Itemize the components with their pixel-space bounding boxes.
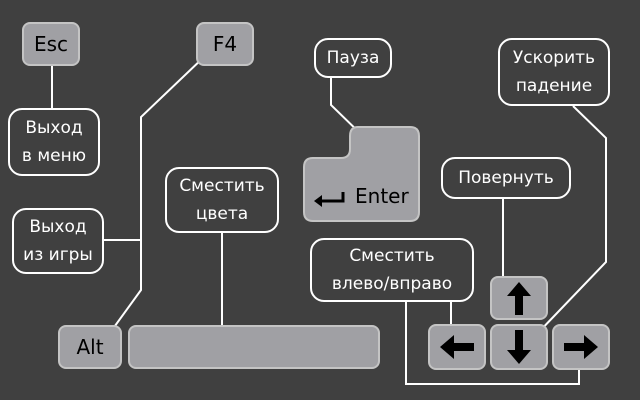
- right-arrow-key[interactable]: [552, 324, 610, 370]
- return-arrow-icon: [314, 192, 345, 207]
- speed-drop-line2: падение: [515, 76, 593, 96]
- left-arrow-key[interactable]: [428, 324, 486, 370]
- esc-key[interactable]: Esc: [22, 22, 80, 66]
- move-lr-label: Сместить влево/вправо: [310, 238, 474, 302]
- move-lr-line1: Сместить: [349, 246, 435, 266]
- pause-line1: Пауза: [326, 48, 380, 68]
- exit-menu-line1: Выход: [25, 118, 83, 138]
- arrow-right-icon: [564, 335, 598, 359]
- speed-drop-label: Ускорить падение: [498, 38, 610, 106]
- arrow-up-icon: [507, 282, 531, 315]
- pause-label: Пауза: [314, 38, 392, 78]
- shift-colors-line2: цвета: [195, 204, 249, 224]
- exit-game-line2: из игры: [23, 245, 93, 265]
- shift-colors-label: Сместить цвета: [165, 167, 279, 233]
- f4-key-label: F4: [212, 32, 238, 56]
- space-key[interactable]: [128, 325, 380, 369]
- exit-menu-line2: в меню: [21, 146, 87, 166]
- speed-drop-line1: Ускорить: [512, 48, 596, 68]
- up-arrow-key[interactable]: [490, 276, 548, 320]
- rotate-label: Повернуть: [441, 157, 571, 199]
- shift-colors-line1: Сместить: [179, 176, 265, 196]
- arrow-down-icon: [507, 330, 531, 364]
- esc-key-label: Esc: [33, 32, 69, 56]
- arrow-left-icon: [440, 335, 474, 359]
- alt-key[interactable]: Alt: [58, 325, 122, 369]
- f4-key[interactable]: F4: [196, 22, 254, 66]
- enter-key-label: Enter: [355, 184, 409, 208]
- exit-game-line1: Выход: [29, 217, 87, 237]
- exit-game-label: Выход из игры: [12, 208, 104, 274]
- down-arrow-key[interactable]: [490, 324, 548, 370]
- rotate-line1: Повернуть: [458, 168, 554, 188]
- move-lr-line2: влево/вправо: [331, 274, 453, 294]
- alt-key-label: Alt: [76, 335, 104, 359]
- exit-menu-label: Выход в меню: [8, 108, 100, 176]
